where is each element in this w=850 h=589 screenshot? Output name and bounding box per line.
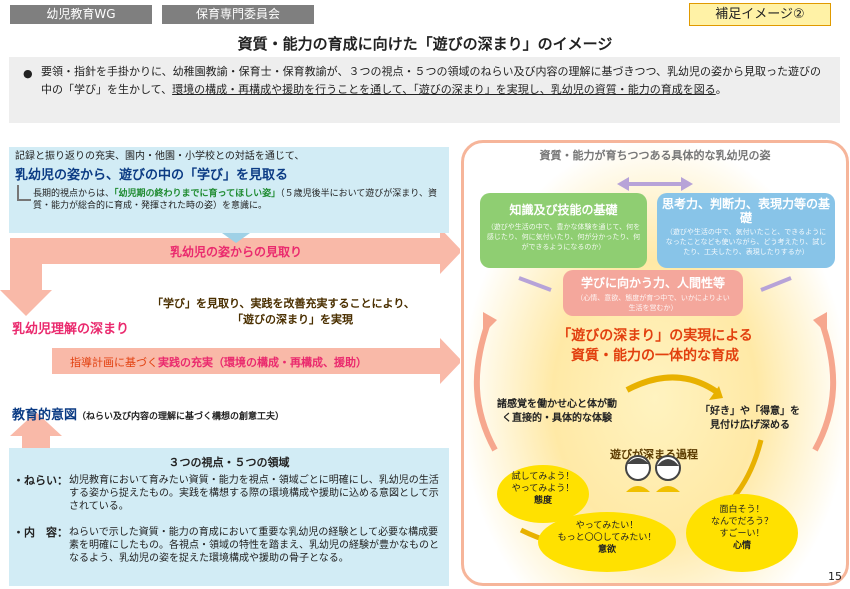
understanding-label: 乳幼児理解の深まり <box>12 322 130 337</box>
content-text: ねらいで示した資質・能力の育成において重要な乳幼児の経験として必要な構成要素を明… <box>69 527 439 564</box>
domains-box: ３つの視点・５つの領域 ・ねらい： 幼児教育において育みたい資質・能力を視点・領… <box>9 448 449 586</box>
record-box: 記録と振り返りの充実、園内・他園・小学校との対話を通じて、 乳幼児の姿から、遊び… <box>9 147 449 233</box>
aim-text: 幼児教育において育みたい資質・能力を視点・領域ごとに明確にし、乳幼児の生活する姿… <box>69 475 439 512</box>
children-icon <box>625 455 681 492</box>
panel-title: 資質・能力が育ちつつある具体的な乳幼児の姿 <box>539 149 771 162</box>
summary-box: ● 要領・指針を手掛かりに、幼稚園教諭・保育士・保育教諭が、３つの視点・５つの領… <box>9 57 840 123</box>
thinking-box: 思考力、判断力、表現力等の基礎 （遊びや生活の中で、気付いたこと、できるようにな… <box>657 193 835 268</box>
cloud-motivation: やってみたい！ もっと〇〇してみたい！ 意欲 <box>538 512 676 572</box>
cloud-feeling: 面白そう！ なんでだろう？ すごーい！ 心情 <box>686 494 798 572</box>
cloud-attitude: 試してみよう！ やってみよう！ 態度 <box>497 465 589 523</box>
longterm-text: 長期的視点からは、「幼児期の終わりまでに育ってほしい姿」（５歳児後半において遊び… <box>33 189 437 211</box>
observation-label: 乳幼児の姿からの見取り <box>170 245 303 259</box>
page-number: 15 <box>828 570 842 583</box>
page-title: 資質・能力の育成に向けた「遊びの深まり」のイメージ <box>237 35 613 53</box>
improve-text: 「学び」を見取り、実践を改善充実することにより、 「遊びの深まり」を実現 <box>152 297 415 326</box>
senses-text: 諸感覚を働かせ心と体が動く直接的・具体的な体験 <box>497 399 617 424</box>
tag-supplement: 補足イメージ② <box>689 3 831 26</box>
arrow-down <box>0 264 52 316</box>
tag-committee: 保育専門委員会 <box>162 5 314 24</box>
realize-text: 「遊びの深まり」の実現による 資質・能力の一体的な育成 <box>557 328 753 364</box>
record-line: 記録と振り返りの充実、園内・他園・小学校との対話を通じて、 <box>15 151 305 162</box>
attitude-box: 学びに向かう力、人間性等 （心情、意欲、態度が育つ中で、いかによりよい生活を営む… <box>563 270 743 316</box>
arrow-up <box>10 412 62 448</box>
summary-text: 要領・指針を手掛かりに、幼稚園教諭・保育士・保育教諭が、３つの視点・５つの領域の… <box>41 65 822 96</box>
practice-label: 指導計画に基づく実践の充実（環境の構成・再構成、援助） <box>70 356 367 369</box>
record-heading: 乳幼児の姿から、遊びの中の「学び」を見取る <box>15 168 289 183</box>
left-arrows <box>0 228 460 448</box>
arrow-small-down <box>222 233 250 243</box>
domains-title: ３つの視点・５つの領域 <box>168 456 290 469</box>
content-label: ・内 容： <box>13 526 68 539</box>
arrow-practice <box>52 338 460 384</box>
cycle-arrows <box>473 177 837 551</box>
arrow-observation <box>10 228 460 274</box>
likes-text: 「好き」や「得意」を見付け広げ深める <box>700 406 800 431</box>
aim-label: ・ねらい： <box>13 474 68 487</box>
knowledge-box: 知識及び技能の基礎 （遊びや生活の中で、豊かな体験を通じて、何を感じたり、何に気… <box>480 193 647 268</box>
corner-icon <box>17 185 31 201</box>
intent-heading: 教育的意図（ねらい及び内容の理解に基づく構想の創意工夫） <box>12 408 285 423</box>
bullet-icon: ● <box>23 67 33 80</box>
tag-wg: 幼児教育WG <box>10 5 152 24</box>
